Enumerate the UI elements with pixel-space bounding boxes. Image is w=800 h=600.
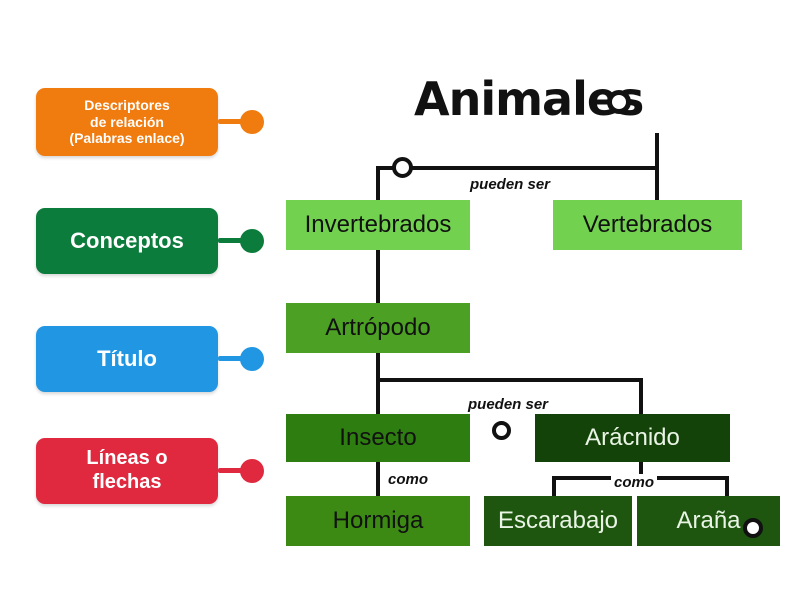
arana-drop-slot-circle[interactable] bbox=[743, 518, 763, 538]
node-label-vertebrados: Vertebrados bbox=[582, 211, 713, 238]
node-vertebrados[interactable]: Vertebrados bbox=[553, 200, 742, 250]
legend-box-descriptores[interactable]: Descriptores de relación (Palabras enlac… bbox=[36, 88, 218, 156]
legend-label-conceptos: Conceptos bbox=[70, 228, 184, 254]
legend-label-line-3: (Palabras enlace) bbox=[69, 130, 185, 147]
node-label-aracnido: Arácnido bbox=[585, 424, 680, 451]
edge-artropodo-branch-bar bbox=[376, 378, 643, 382]
mid-branch-drop-slot-circle[interactable] bbox=[492, 421, 511, 440]
legend-label-line-2: de relación bbox=[90, 113, 164, 130]
node-arana[interactable]: Araña bbox=[637, 496, 780, 546]
edge-to-insecto bbox=[376, 378, 380, 414]
node-insecto[interactable]: Insecto bbox=[286, 414, 470, 462]
node-label-invertebrados: Invertebrados bbox=[304, 211, 452, 238]
legend-item-conceptos[interactable]: Conceptos bbox=[36, 208, 266, 274]
edge-to-vertebrados bbox=[655, 166, 659, 200]
node-label-escarabajo: Escarabajo bbox=[497, 507, 619, 534]
legend-label-titulo: Título bbox=[97, 346, 157, 372]
legend-dot-descriptores[interactable] bbox=[240, 110, 264, 134]
node-label-artropodo: Artrópodo bbox=[325, 314, 431, 341]
edge-to-escarabajo bbox=[552, 476, 556, 498]
legend-dot-conceptos[interactable] bbox=[240, 229, 264, 253]
legend-connector-lineas bbox=[218, 468, 248, 473]
edge-root-branch-bar bbox=[376, 166, 659, 170]
edge-aracnido-stem bbox=[639, 462, 643, 478]
top-branch-drop-slot-circle[interactable] bbox=[392, 157, 413, 178]
legend-connector-descriptores bbox=[218, 119, 248, 124]
edge-artropodo-stem bbox=[376, 353, 380, 381]
node-invertebrados[interactable]: Invertebrados bbox=[286, 200, 470, 250]
edge-insecto-to-hormiga bbox=[376, 462, 380, 498]
link-label-pueden-ser-top: pueden ser bbox=[467, 176, 554, 193]
node-aracnido[interactable]: Arácnido bbox=[535, 414, 730, 462]
legend-dot-lineas[interactable] bbox=[240, 459, 264, 483]
legend-label-lineas-line-1: Líneas o bbox=[86, 447, 168, 470]
legend-connector-conceptos bbox=[218, 238, 248, 243]
legend-item-lineas[interactable]: Líneas o flechas bbox=[36, 438, 266, 504]
node-escarabajo[interactable]: Escarabajo bbox=[484, 496, 632, 546]
legend-item-titulo[interactable]: Título bbox=[36, 326, 266, 392]
node-label-hormiga: Hormiga bbox=[332, 507, 424, 534]
legend-label-lineas-line-2: flechas bbox=[92, 471, 162, 493]
legend-item-descriptores[interactable]: Descriptores de relación (Palabras enlac… bbox=[36, 88, 266, 156]
legend-dot-titulo[interactable] bbox=[240, 347, 264, 371]
link-label-como-right: como bbox=[611, 474, 658, 491]
map-title: Animales bbox=[414, 72, 644, 126]
title-drop-slot-circle[interactable] bbox=[607, 90, 631, 114]
edge-to-aracnido bbox=[639, 378, 643, 414]
edge-to-arana bbox=[725, 476, 729, 498]
edge-to-invertebrados bbox=[376, 166, 380, 200]
node-label-arana: Araña bbox=[676, 507, 741, 534]
edge-root-stem bbox=[655, 133, 659, 168]
node-label-insecto: Insecto bbox=[339, 424, 417, 451]
edge-invertebrados-to-artropodo bbox=[376, 250, 380, 305]
node-hormiga[interactable]: Hormiga bbox=[286, 496, 470, 546]
legend-box-lineas[interactable]: Líneas o flechas bbox=[36, 438, 218, 504]
legend-label-line-1: Descriptores bbox=[84, 97, 170, 114]
link-label-como-left: como bbox=[385, 471, 432, 488]
legend-box-conceptos[interactable]: Conceptos bbox=[36, 208, 218, 274]
legend-connector-titulo bbox=[218, 356, 248, 361]
node-artropodo[interactable]: Artrópodo bbox=[286, 303, 470, 353]
legend-box-titulo[interactable]: Título bbox=[36, 326, 218, 392]
link-label-pueden-ser-mid: pueden ser bbox=[465, 396, 552, 413]
